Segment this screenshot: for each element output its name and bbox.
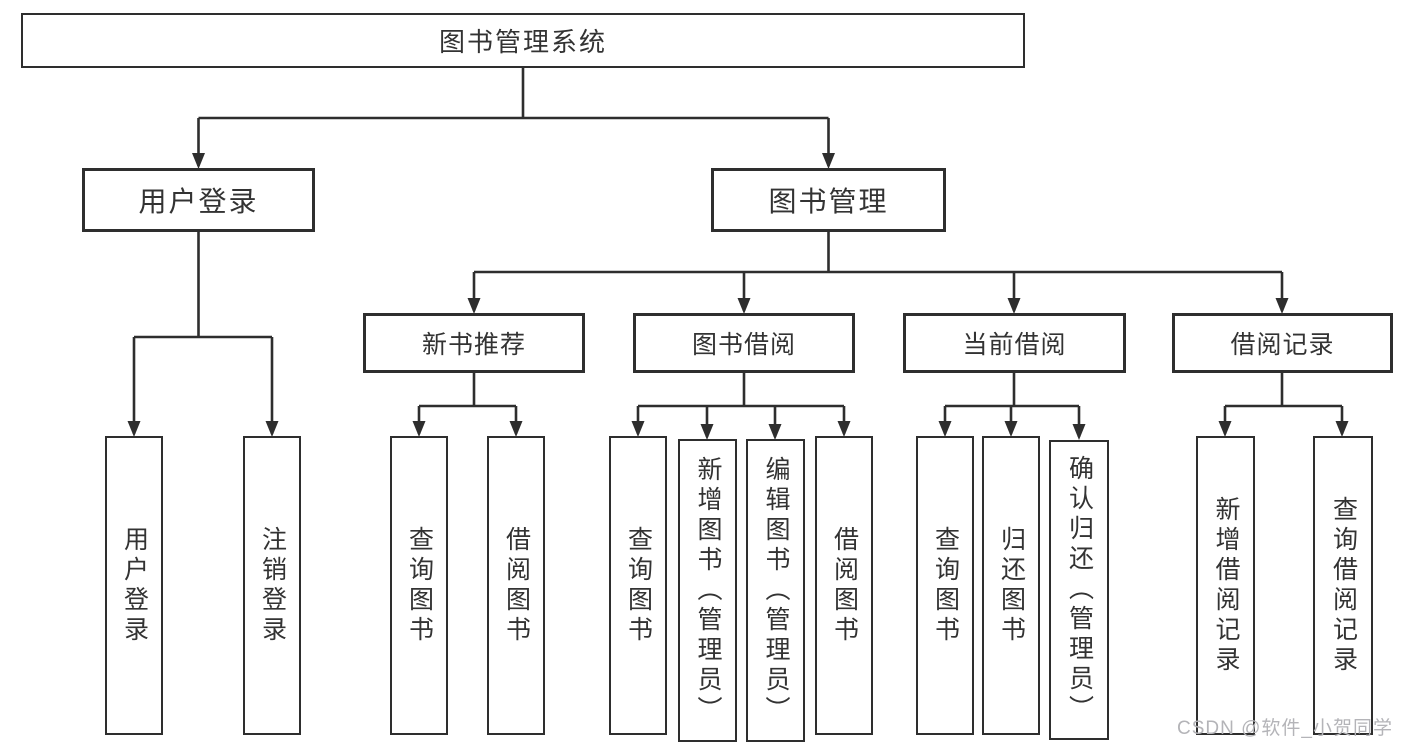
leaf-borrow-add: 新增图书（管理员） [678, 439, 737, 742]
leaf-borrow-borrow: 借阅图书 [815, 436, 873, 735]
connector-borrow-records-split [1218, 373, 1349, 437]
leaf-borrow-borrow-label: 借阅图书 [830, 525, 859, 646]
node-library-system: 图书管理系统 [21, 13, 1025, 68]
leaf-logout: 注销登录 [243, 436, 301, 735]
leaf-user-login-label: 用户登录 [120, 525, 149, 646]
node-borrow-records-label: 借阅记录 [1230, 331, 1335, 359]
connector-root-split [192, 68, 835, 169]
connector-new-books-split [412, 373, 523, 437]
leaf-borrow-query-label: 查询图书 [624, 525, 653, 646]
node-library-system-label: 图书管理系统 [438, 27, 607, 57]
node-user-login-label: 用户登录 [138, 186, 259, 217]
leaf-current-return-label: 归还图书 [997, 525, 1026, 646]
node-user-login: 用户登录 [82, 168, 315, 232]
csdn-watermark: CSDN @软件_小贺同学 [1177, 718, 1393, 739]
leaf-records-query: 查询借阅记录 [1313, 436, 1373, 735]
leaf-user-login: 用户登录 [105, 436, 163, 735]
node-book-mgmt: 图书管理 [711, 168, 946, 232]
leaf-newbooks-query-label: 查询图书 [405, 525, 434, 646]
leaf-records-add: 新增借阅记录 [1196, 436, 1255, 735]
node-borrow-records: 借阅记录 [1172, 313, 1393, 373]
connector-current-borrow-split [938, 373, 1086, 440]
node-book-borrow-label: 图书借阅 [691, 331, 796, 359]
node-new-books: 新书推荐 [363, 313, 585, 373]
leaf-newbooks-borrow: 借阅图书 [487, 436, 545, 735]
leaf-current-query: 查询图书 [916, 436, 974, 735]
node-current-borrow-label: 当前借阅 [962, 331, 1067, 359]
leaf-borrow-edit-label: 编辑图书（管理员） [762, 455, 790, 726]
leaf-current-confirm-label: 确认归还（管理员） [1065, 455, 1094, 725]
connector-book-mgmt-split [467, 232, 1289, 314]
connector-book-borrow-split [631, 373, 851, 440]
leaf-borrow-query: 查询图书 [609, 436, 667, 735]
node-new-books-label: 新书推荐 [421, 331, 526, 359]
leaf-current-return: 归还图书 [982, 436, 1040, 735]
node-book-borrow: 图书借阅 [633, 313, 855, 373]
leaf-records-add-label: 新增借阅记录 [1212, 495, 1240, 676]
leaf-current-query-label: 查询图书 [931, 525, 960, 646]
leaf-borrow-add-label: 新增图书（管理员） [694, 455, 722, 726]
leaf-records-query-label: 查询借阅记录 [1329, 495, 1358, 676]
node-current-borrow: 当前借阅 [903, 313, 1126, 373]
leaf-borrow-edit: 编辑图书（管理员） [746, 439, 805, 742]
leaf-logout-label: 注销登录 [258, 525, 287, 646]
leaf-current-confirm: 确认归还（管理员） [1049, 440, 1109, 740]
leaf-newbooks-query: 查询图书 [390, 436, 448, 735]
connector-user-login-split [127, 232, 279, 437]
node-book-mgmt-label: 图书管理 [768, 186, 889, 217]
leaf-newbooks-borrow-label: 借阅图书 [502, 525, 531, 646]
